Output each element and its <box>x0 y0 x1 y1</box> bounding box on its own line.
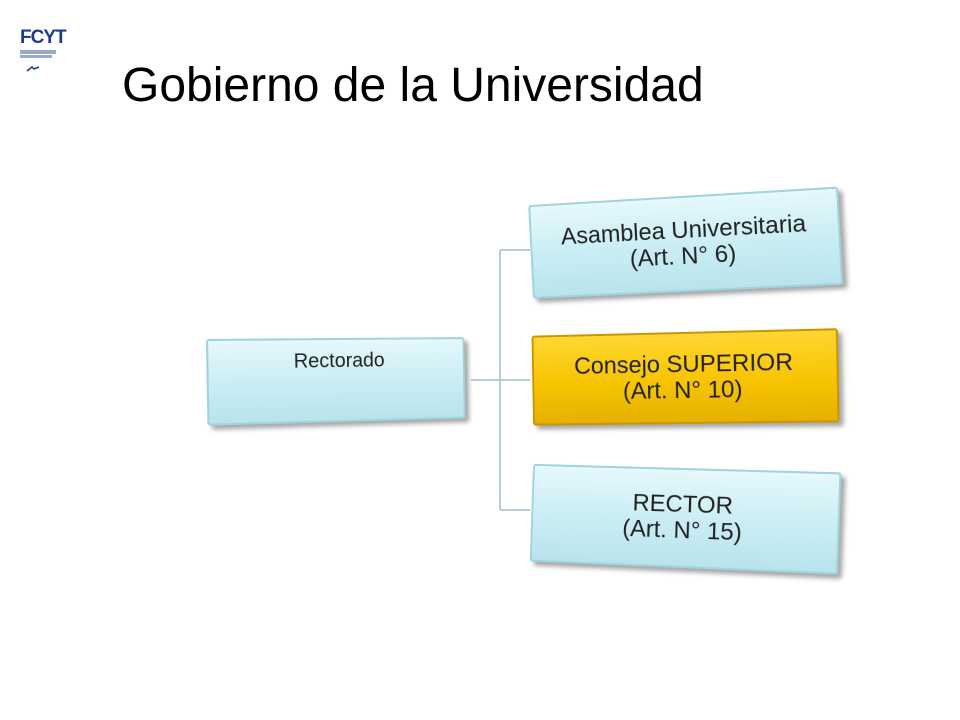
consejo-article: (Art. N° 10) <box>623 377 743 405</box>
rector-article: (Art. N° 15) <box>622 516 742 547</box>
asamblea-article: (Art. N° 6) <box>629 241 737 273</box>
asamblea-universitaria-box: Asamblea Universitaria (Art. N° 6) <box>528 187 843 299</box>
rector-box: RECTOR (Art. N° 15) <box>530 464 842 575</box>
rectorado-box: Rectorado <box>206 337 466 426</box>
consejo-label: Consejo SUPERIOR <box>574 349 793 380</box>
consejo-superior-box: Consejo SUPERIOR (Art. N° 10) <box>532 328 840 425</box>
rectorado-label: Rectorado <box>294 350 385 373</box>
